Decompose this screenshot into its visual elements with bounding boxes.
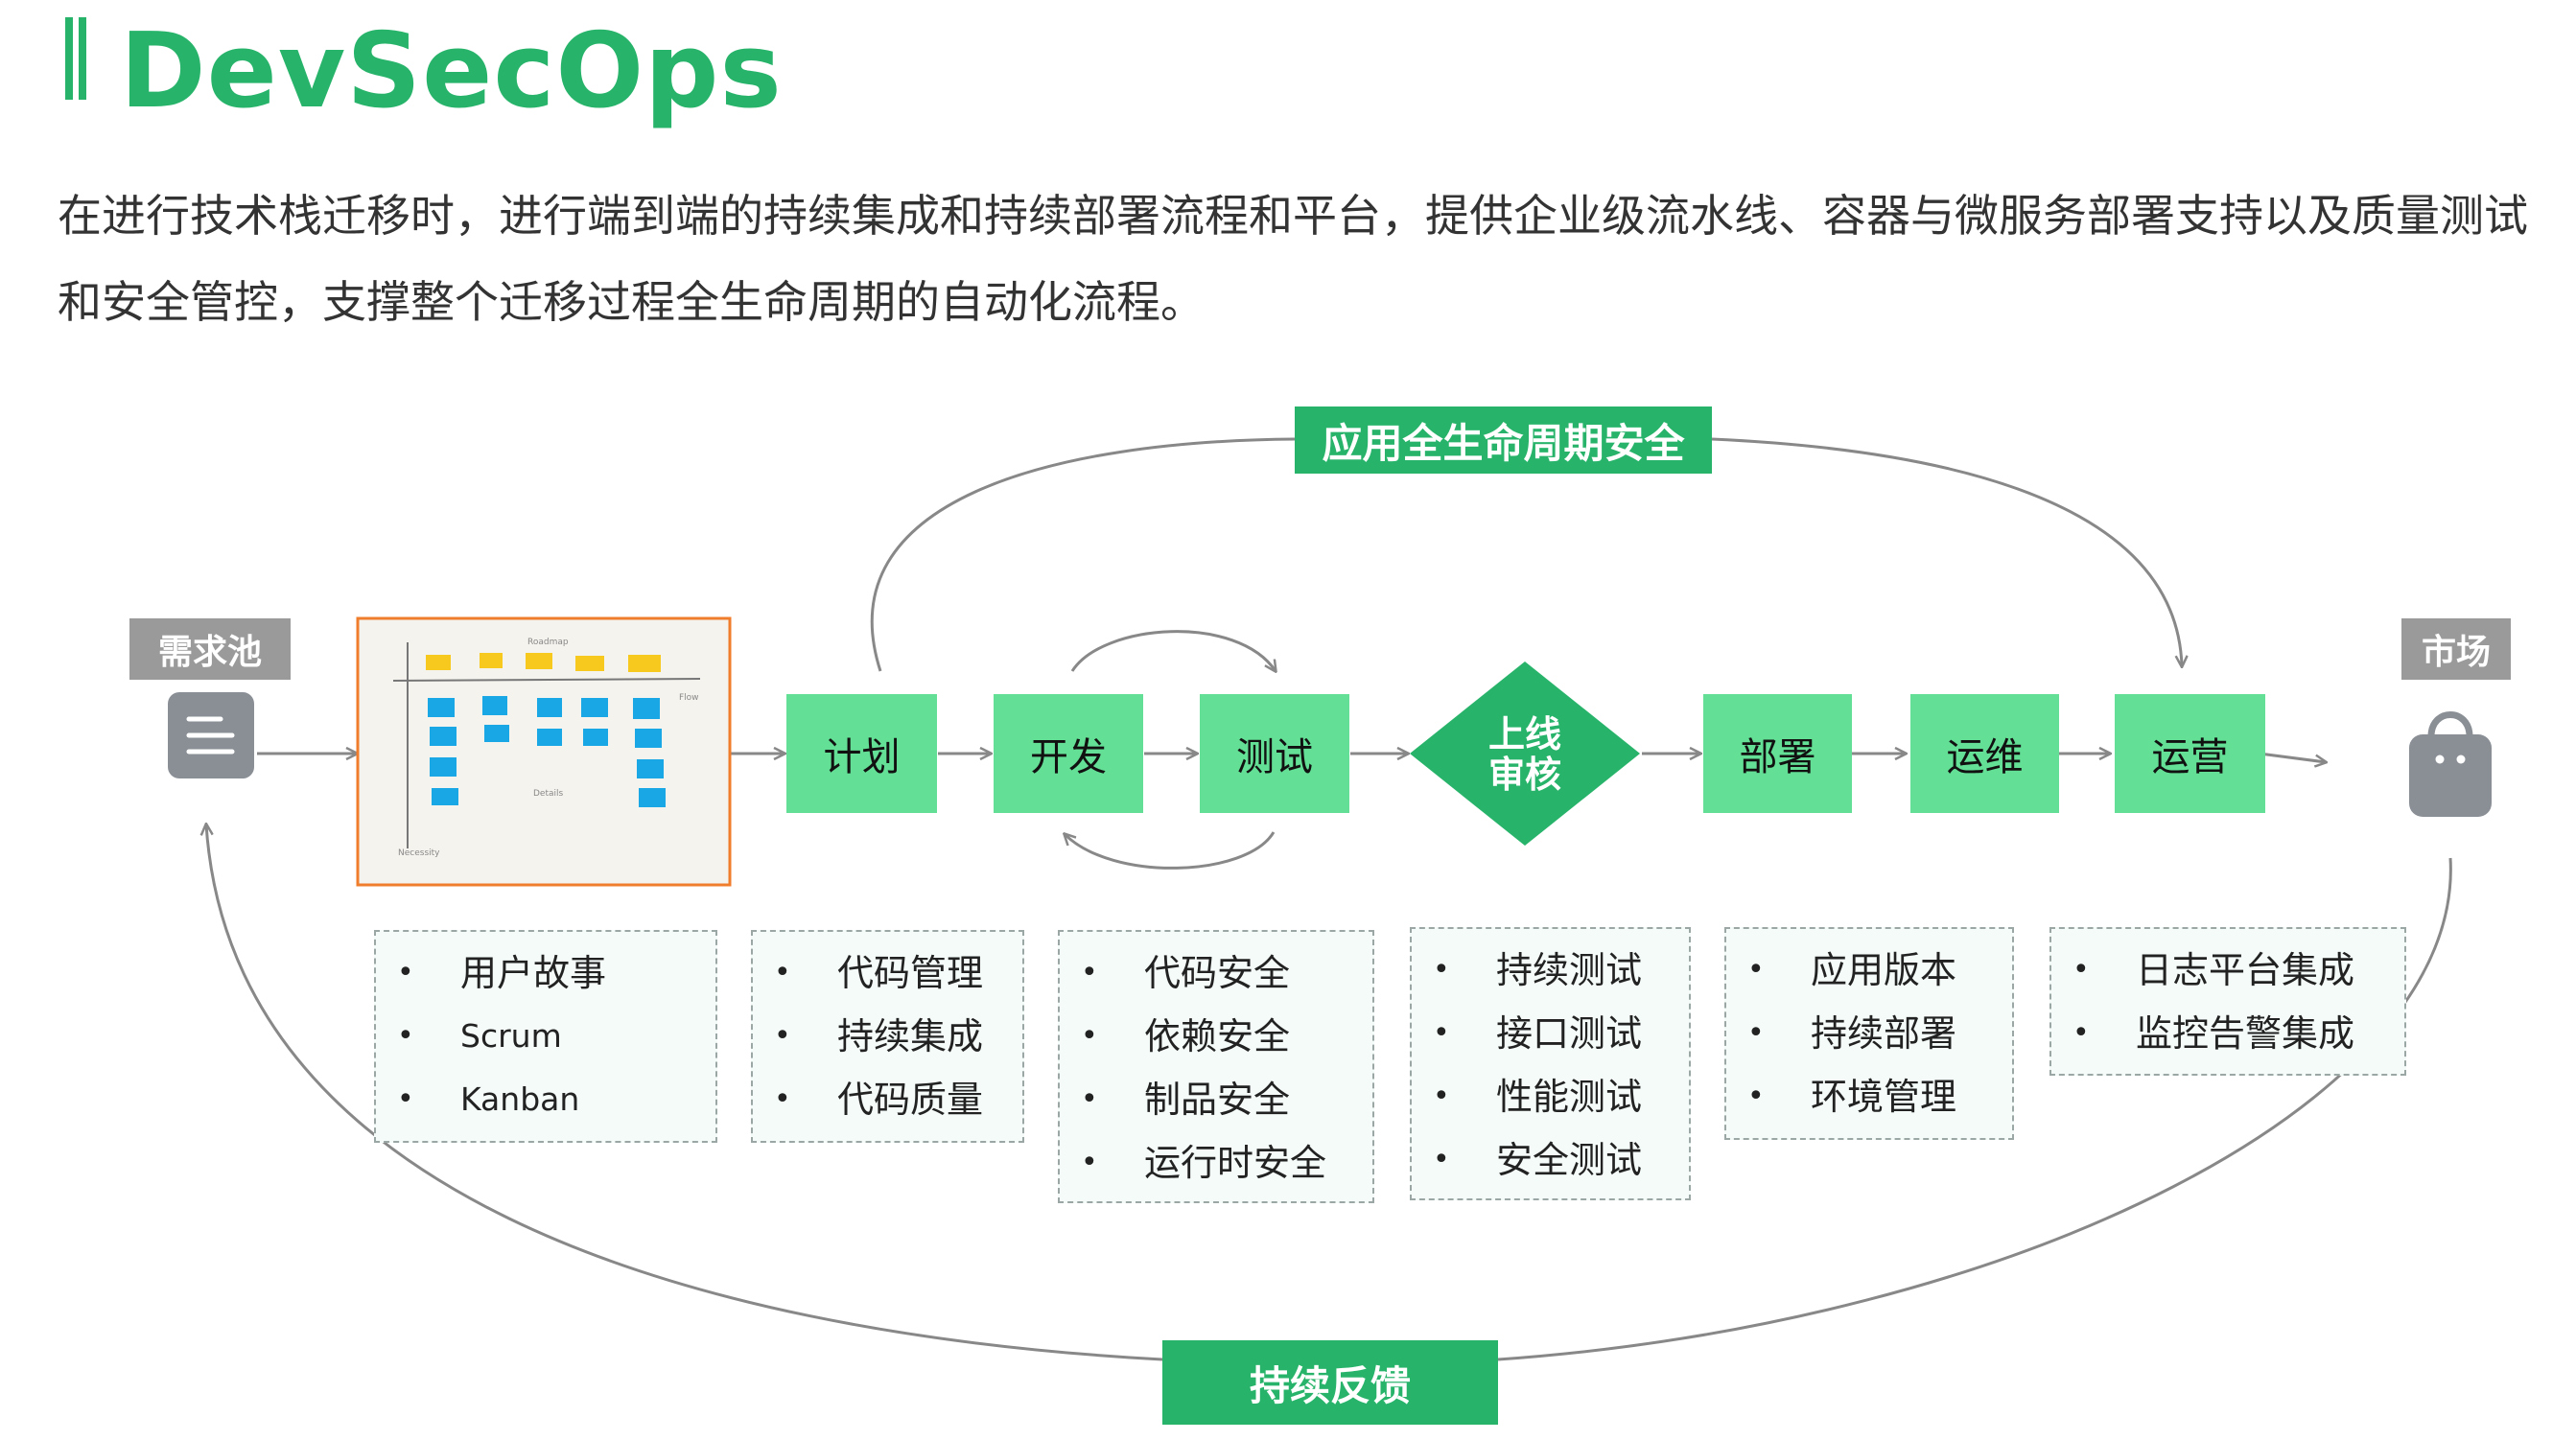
security-box: 代码安全 依赖安全 制品安全 运行时安全 <box>1058 930 1374 1203</box>
list-item: 环境管理 <box>1726 1065 2012 1128</box>
deployment-box: 应用版本 持续部署 环境管理 <box>1724 927 2014 1140</box>
list-item: 持续测试 <box>1412 939 1689 1002</box>
release-review-diamond <box>1410 662 1640 846</box>
release-label-line2: 审核 <box>1487 754 1561 796</box>
step-test: 测试 <box>1200 694 1349 813</box>
dev-test-loop-arc <box>1065 831 1276 870</box>
list-item: 性能测试 <box>1412 1065 1689 1128</box>
security-arc <box>1711 437 2182 666</box>
kanban-board-image: Roadmap Details Necessity Flow <box>356 616 732 887</box>
continuous-feedback-tag: 持续反馈 <box>1162 1340 1498 1425</box>
step-develop: 开发 <box>994 694 1143 813</box>
release-label-line1: 上线 <box>1487 713 1561 755</box>
list-item: 代码质量 <box>753 1068 1022 1131</box>
list-item: 运行时安全 <box>1060 1131 1372 1195</box>
list-item: 安全测试 <box>1412 1128 1689 1192</box>
feedback-arc <box>1497 857 2452 1361</box>
security-arc <box>870 437 1296 672</box>
step-deploy: 部署 <box>1703 694 1852 813</box>
list-item: 接口测试 <box>1412 1002 1689 1065</box>
list-item: 用户故事 <box>376 941 715 1005</box>
security-lifecycle-tag: 应用全生命周期安全 <box>1295 406 1712 474</box>
list-item: Kanban <box>376 1068 715 1131</box>
list-item: 依赖安全 <box>1060 1005 1372 1068</box>
step-operate: 运营 <box>2115 694 2265 813</box>
list-item: 持续集成 <box>753 1005 1022 1068</box>
list-item: 监控告警集成 <box>2051 1002 2404 1065</box>
title-accent-bar <box>79 17 86 100</box>
page-description: 在进行技术栈迁移时，进行端到端的持续集成和持续部署流程和平台，提供企业级流水线、… <box>58 190 2528 328</box>
page-title: DevSecOps <box>120 12 783 131</box>
list-item: 制品安全 <box>1060 1068 1372 1131</box>
step-plan: 计划 <box>786 694 937 813</box>
step-release-review: 上线 审核 <box>1448 714 1602 795</box>
market-tag: 市场 <box>2401 618 2511 680</box>
shopping-bag-icon <box>2409 711 2492 817</box>
svg-text:Flow: Flow <box>679 693 699 703</box>
list-icon <box>168 692 254 778</box>
dev-test-loop-arc <box>1070 630 1276 671</box>
list-item: 代码安全 <box>1060 941 1372 1005</box>
list-item: 持续部署 <box>1726 1002 2012 1065</box>
list-item: 日志平台集成 <box>2051 939 2404 1002</box>
list-item: Scrum <box>376 1005 715 1068</box>
flow-arrow <box>2259 752 2326 762</box>
planning-box: 用户故事 Scrum Kanban <box>374 930 717 1143</box>
list-item: 应用版本 <box>1726 939 2012 1002</box>
testing-box: 持续测试 接口测试 性能测试 安全测试 <box>1410 927 1691 1200</box>
title-accent-bar <box>65 17 73 100</box>
svg-text:Roadmap: Roadmap <box>527 638 569 647</box>
backlog-tag: 需求池 <box>129 618 291 680</box>
monitoring-box: 日志平台集成 监控告警集成 <box>2049 927 2406 1076</box>
step-ops: 运维 <box>1910 694 2059 813</box>
svg-text:Necessity: Necessity <box>398 848 440 858</box>
svg-text:Details: Details <box>533 789 564 799</box>
feedback-arc <box>206 825 1163 1361</box>
code-box: 代码管理 持续集成 代码质量 <box>751 930 1024 1143</box>
list-item: 代码管理 <box>753 941 1022 1005</box>
